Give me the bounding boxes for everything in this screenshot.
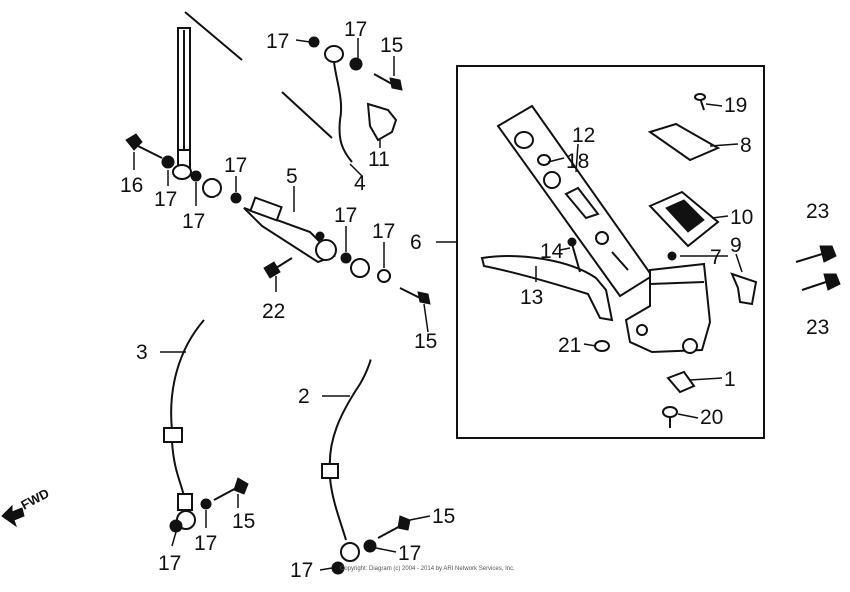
brake-lever-13: [480, 255, 614, 322]
switch-20: [662, 406, 678, 428]
three-way-joint-5: [243, 196, 337, 264]
holder-9: [730, 272, 758, 306]
bracket-1: [666, 370, 696, 394]
diaphragm-10: [648, 190, 720, 248]
banjo-bolt-15-lower-right: [377, 515, 411, 539]
reservoir-cap-8: [647, 122, 721, 162]
callout-17k: 17: [398, 542, 421, 565]
callout-17h: 17: [158, 552, 181, 575]
callout-17b: 17: [344, 18, 367, 41]
banjo-bolt-16: [125, 133, 163, 159]
cap-21: [594, 340, 610, 352]
callout-23a: 23: [806, 200, 829, 223]
washer-17-e: [200, 498, 212, 510]
master-cylinder-body: [624, 262, 712, 354]
callout-12: 12: [572, 124, 595, 147]
brake-hose-2: [321, 258, 381, 562]
callout-17a: 17: [266, 30, 289, 53]
callout-4: 4: [354, 172, 366, 195]
washer-17-i: [363, 539, 377, 553]
callout-20: 20: [700, 406, 723, 429]
callout-15b: 15: [414, 330, 437, 353]
washer-17-j: [349, 57, 363, 71]
washer-17-c: [230, 192, 242, 204]
callout-9: 9: [730, 234, 742, 257]
copyright-notice: Copyright: Diagram (c) 2004 - 2014 by AR…: [340, 566, 515, 572]
bolt-23-upper: [795, 245, 837, 263]
callout-14: 14: [540, 240, 564, 263]
callout-16: 16: [120, 174, 143, 197]
callout-17e: 17: [182, 210, 205, 233]
banjo-bolt-15-top: [373, 73, 403, 91]
callout-10: 10: [730, 206, 753, 229]
callout-7: 7: [710, 246, 722, 269]
callout-23b: 23: [806, 316, 829, 339]
washer-17-a: [161, 155, 175, 169]
callout-5: 5: [286, 165, 298, 188]
callout-17j: 17: [290, 559, 313, 582]
callout-6: 6: [410, 231, 422, 254]
brake-pipe-4: [308, 36, 353, 163]
forward-label: FWD: [18, 486, 51, 513]
forward-arrow: FWD: [1, 486, 52, 528]
washer-17-g: [377, 269, 391, 283]
callout-3: 3: [136, 341, 148, 364]
callout-19: 19: [724, 94, 747, 117]
callout-15d: 15: [432, 505, 455, 528]
washer-17-b: [190, 170, 202, 182]
washer-17-d: [169, 519, 183, 533]
upper-brake-pipe: [177, 11, 333, 173]
callout-17c: 17: [224, 154, 247, 177]
banjo-bolt-15-mid: [399, 287, 431, 305]
bolt-23-lower: [801, 273, 841, 291]
hose-cover-11: [366, 102, 398, 142]
callout-22: 22: [262, 300, 285, 323]
master-cylinder-assembly-box: [456, 65, 765, 439]
lever-pivot-14: [567, 237, 581, 273]
callout-8: 8: [740, 134, 752, 157]
callout-11: 11: [368, 148, 390, 171]
callout-18: 18: [566, 150, 589, 173]
callout-21: 21: [558, 334, 581, 357]
banjo-bolt-15-lower-left: [213, 477, 249, 501]
callout-17i: 17: [194, 532, 217, 555]
callout-2: 2: [298, 385, 310, 408]
callout-17d: 17: [154, 188, 177, 211]
screw-7: [667, 251, 677, 261]
callout-15a: 15: [380, 34, 403, 57]
bolt-22: [263, 257, 293, 279]
leader-lines: [133, 38, 743, 571]
callout-13: 13: [520, 286, 543, 309]
callout-17f: 17: [334, 204, 357, 227]
callout-1: 1: [724, 368, 736, 391]
washer-17-f: [340, 252, 352, 264]
callout-17g: 17: [372, 220, 395, 243]
callout-15c: 15: [232, 510, 255, 533]
screw-19: [694, 93, 706, 111]
